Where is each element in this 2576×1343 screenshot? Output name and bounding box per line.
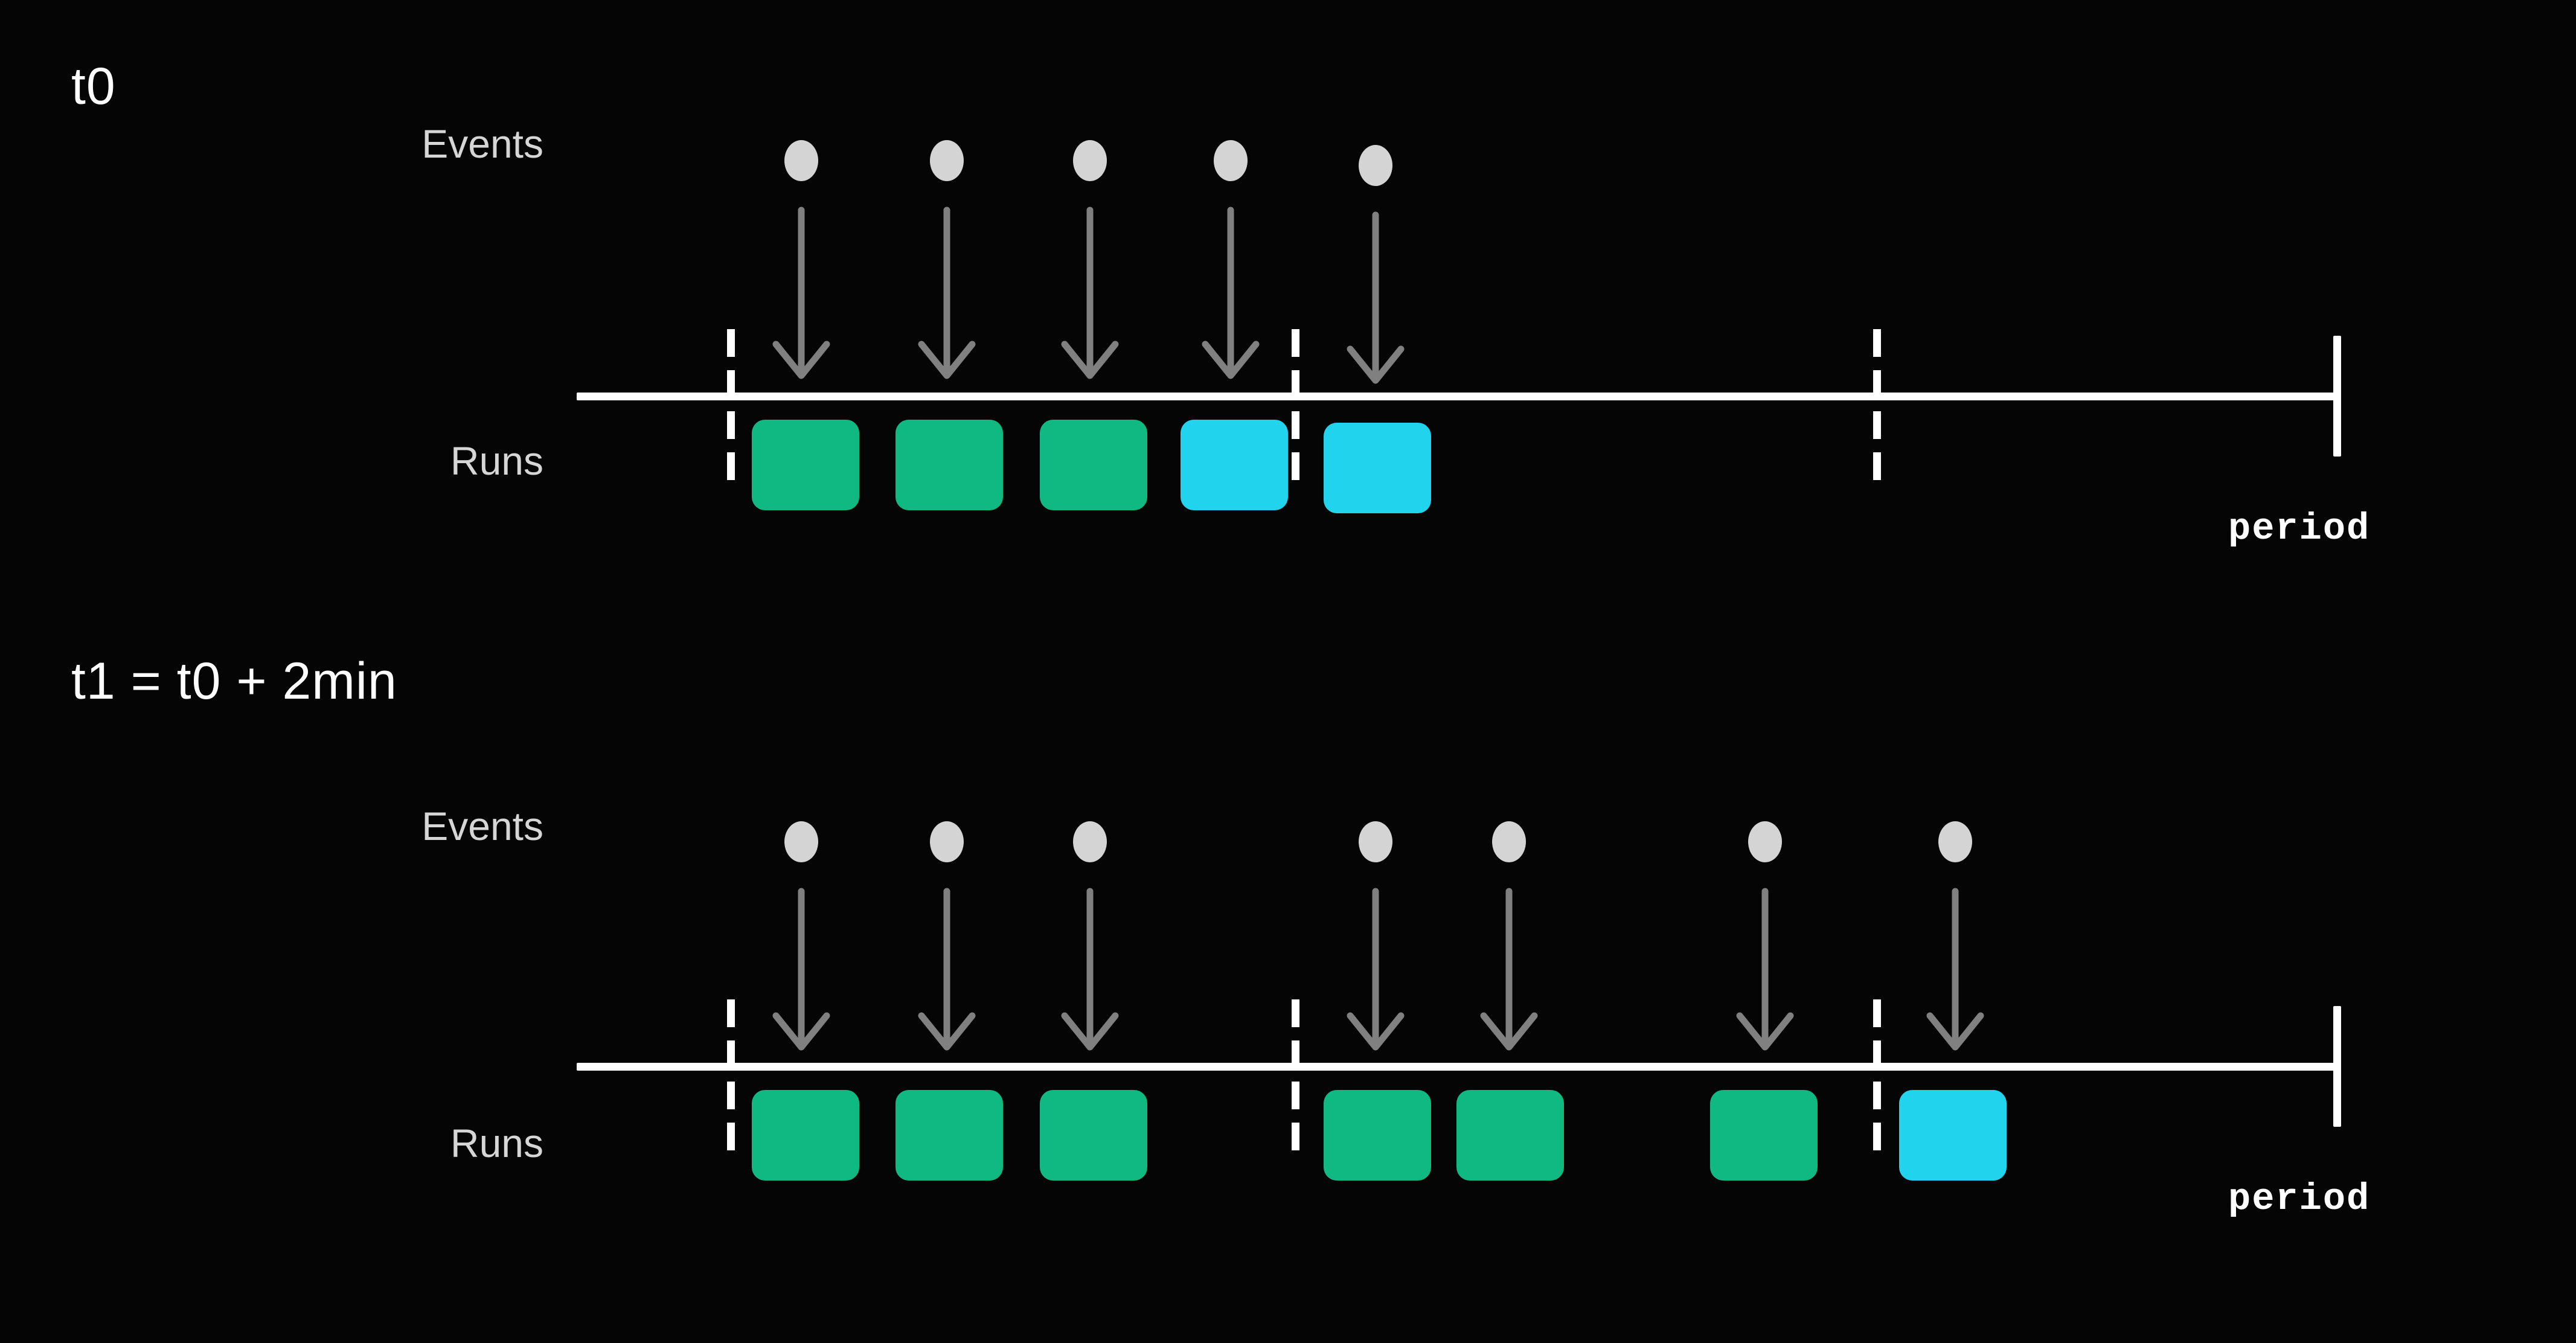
tick-boundary-row1-1 xyxy=(1292,999,1299,1150)
timeline-axis-row0 xyxy=(577,393,2341,400)
timeline-axis-row1 xyxy=(577,1063,2341,1071)
timeline-end-marker-row1 xyxy=(2333,1006,2341,1127)
event-dot xyxy=(784,821,818,862)
runs-label-row1: Runs xyxy=(450,1121,543,1165)
event-dot xyxy=(1748,821,1782,862)
event-dot xyxy=(1214,140,1248,181)
events-label-row0: Events xyxy=(421,121,543,166)
event-dot xyxy=(1073,821,1107,862)
event-dot xyxy=(1073,140,1107,181)
tick-boundary-row0-0 xyxy=(727,329,735,480)
tick-boundary-row1-0 xyxy=(727,999,735,1150)
run-box-green xyxy=(896,420,1003,510)
run-box-green xyxy=(1710,1090,1818,1181)
tick-boundary-row0-1 xyxy=(1292,329,1299,480)
event-dot xyxy=(1359,145,1392,186)
period-label-row0: period xyxy=(2228,507,2371,550)
event-dot xyxy=(784,140,818,181)
run-box-green xyxy=(1040,1090,1147,1181)
tick-boundary-row0-2 xyxy=(1873,329,1881,480)
run-box-green xyxy=(1324,1090,1431,1181)
event-dot xyxy=(1938,821,1972,862)
section-title-t1: t1 = t0 + 2min xyxy=(71,652,397,710)
section-title-t0: t0 xyxy=(71,57,116,115)
tick-boundary-row1-2 xyxy=(1873,999,1881,1150)
run-box-cyan xyxy=(1181,420,1288,510)
run-box-green xyxy=(1040,420,1147,510)
event-dot xyxy=(930,821,964,862)
run-box-green xyxy=(752,1090,859,1181)
event-dot xyxy=(1359,821,1392,862)
event-dot xyxy=(930,140,964,181)
events-label-row1: Events xyxy=(421,804,543,848)
run-box-green xyxy=(1456,1090,1564,1181)
runs-label-row0: Runs xyxy=(450,438,543,483)
run-box-green xyxy=(896,1090,1003,1181)
period-label-row1: period xyxy=(2228,1178,2371,1220)
run-box-cyan xyxy=(1324,423,1431,513)
event-dot xyxy=(1492,821,1526,862)
timeline-end-marker-row0 xyxy=(2333,336,2341,457)
run-box-green xyxy=(752,420,859,510)
run-box-cyan xyxy=(1899,1090,2007,1181)
